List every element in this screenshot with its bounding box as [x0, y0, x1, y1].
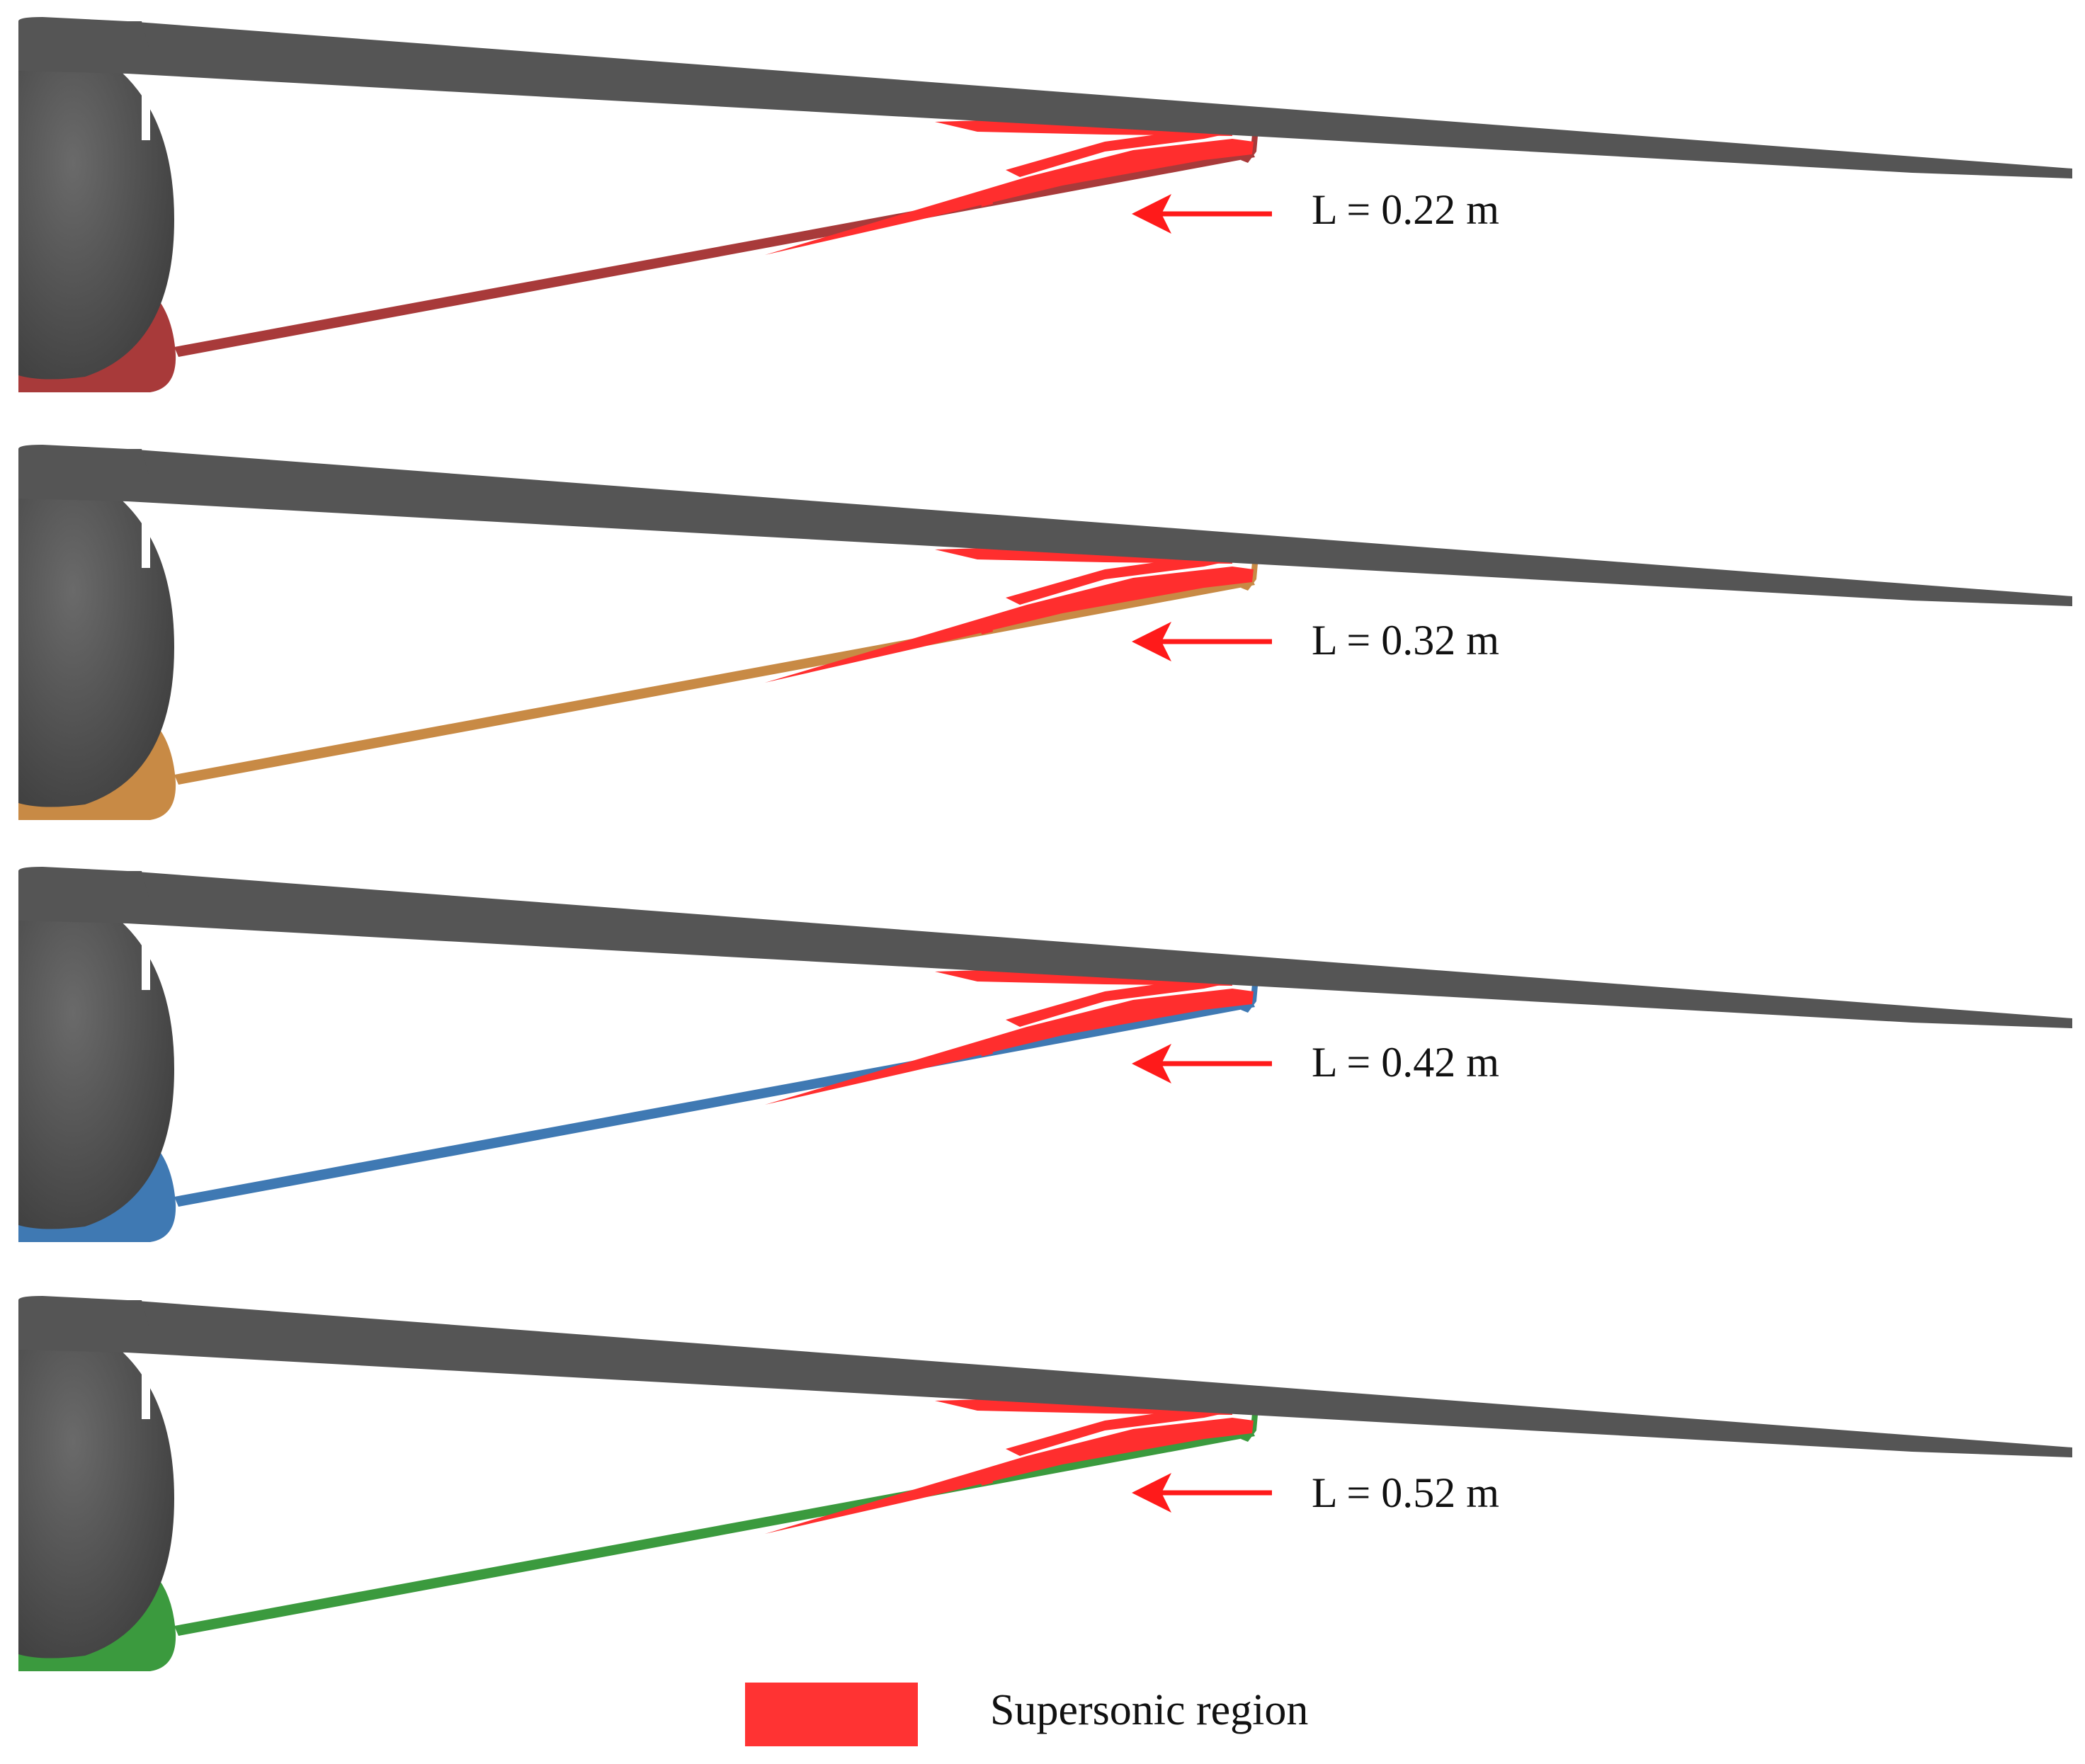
supersonic-region-strut-3 [765, 989, 1254, 1105]
rotor-panel-1 [18, 17, 2072, 392]
supersonic-region-strut-1 [765, 139, 1254, 255]
panel-label-4: L = 0.52 m [1312, 1469, 1499, 1516]
hub-column-3 [18, 871, 149, 897]
hub-sphere-4 [18, 1326, 174, 1658]
arrow-head-2 [1132, 622, 1171, 661]
legend-label: Supersonic region [990, 1686, 1309, 1734]
supersonic-fragments-1 [980, 181, 1033, 207]
hub-column-2 [18, 449, 149, 474]
arrow-head-1 [1132, 194, 1171, 234]
panel-label-1: L = 0.22 m [1312, 186, 1499, 233]
rotor-blade-3 [18, 867, 2072, 1028]
rotor-panel-3 [18, 867, 2072, 1242]
supersonic-fragments-4 [980, 1460, 1033, 1486]
supersonic-region-upper-1 [1006, 126, 1251, 177]
rotor-blade-4 [18, 1296, 2072, 1457]
supersonic-region-upper-3 [1006, 976, 1251, 1027]
legend-swatch [745, 1683, 918, 1746]
rotor-blade-2 [18, 445, 2072, 606]
panel-label-3: L = 0.42 m [1312, 1039, 1499, 1086]
hub-sphere-1 [18, 47, 174, 380]
hub-column-1 [18, 21, 149, 47]
rotor-panel-4 [18, 1296, 2072, 1671]
panel-label-2: L = 0.32 m [1312, 617, 1499, 664]
supersonic-region-strut-2 [765, 567, 1254, 683]
hub-sphere-3 [18, 897, 174, 1229]
supersonic-region-upper-4 [1006, 1405, 1251, 1456]
supersonic-region-strut-4 [765, 1418, 1254, 1534]
rotor-blade-1 [18, 17, 2072, 178]
hub-sphere-2 [18, 474, 174, 807]
hub-column-4 [18, 1300, 149, 1326]
supersonic-region-upper-2 [1006, 554, 1251, 605]
arrow-head-3 [1132, 1044, 1171, 1083]
rotor-panel-2 [18, 445, 2072, 820]
supersonic-fragments-2 [980, 609, 1033, 635]
supersonic-fragments-3 [980, 1031, 1033, 1057]
arrow-head-4 [1132, 1473, 1171, 1513]
